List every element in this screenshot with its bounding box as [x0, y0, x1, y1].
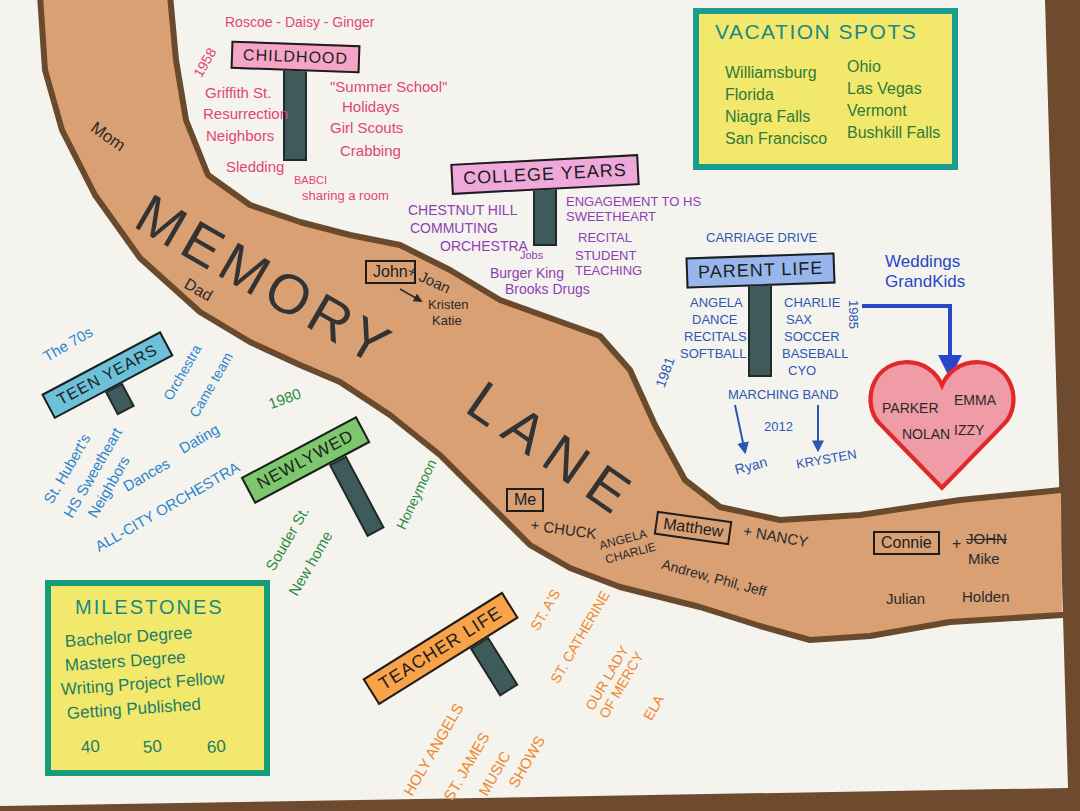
handwritten-note: STUDENT TEACHING — [575, 249, 655, 279]
sign-post — [749, 282, 771, 376]
handwritten-note: Brooks Drugs — [505, 281, 590, 297]
handwritten-note: JOHN — [966, 530, 1007, 547]
handwritten-note: Crabbing — [340, 142, 401, 159]
handwritten-note: Neighbors — [206, 127, 274, 144]
node-text: PARKER — [882, 400, 939, 416]
node-text: Matthew — [662, 515, 724, 542]
handwritten-note: Julian — [886, 590, 925, 607]
lane-road — [40, 0, 1062, 640]
handwritten-note: 1985 — [845, 300, 860, 329]
handwritten-note: ANGELA — [690, 296, 743, 311]
handwritten-note: DANCE — [692, 313, 738, 328]
heart-outline — [862, 356, 1022, 492]
handwritten-note: Mike — [968, 550, 1000, 567]
node-text: CHILDHOOD — [242, 46, 348, 68]
handwritten-note: Jobs — [520, 249, 543, 262]
handwritten-note: + — [952, 535, 961, 553]
handwritten-note: Katie — [432, 314, 462, 329]
node-text: Bushkill Falls — [847, 124, 940, 142]
handwritten-note: CHARLIE — [784, 296, 840, 311]
node-text: PARENT LIFE — [697, 257, 823, 282]
handwritten-note: Weddings GrandKids — [885, 252, 985, 291]
node-text: Williamsburg — [725, 64, 817, 82]
lane-border — [40, 0, 1062, 640]
node-text: Vermont — [847, 102, 907, 120]
name-box: Connie — [873, 531, 940, 555]
leader-arrow — [817, 405, 819, 450]
node-text: Me — [514, 491, 536, 509]
handwritten-note: ORCHESTRA — [440, 238, 528, 254]
handwritten-note: SAX — [786, 313, 812, 328]
handwritten-note: ENGAGEMENT TO HS SWEETHEART — [566, 195, 716, 225]
leader-arrow — [735, 405, 745, 452]
node-text: Florida — [725, 86, 774, 104]
handwritten-note: BABCI — [294, 174, 327, 187]
node-text: San Francisco — [725, 130, 827, 148]
heart-outline — [871, 362, 1014, 488]
handwritten-note: Girl Scouts — [330, 119, 403, 136]
lane-border — [170, 0, 1061, 520]
handwritten-note: Burger King — [490, 265, 564, 281]
handwritten-note: SOFTBALL — [680, 347, 746, 362]
handwritten-note: "Summer School" — [330, 78, 447, 95]
handwritten-note: Holidays — [342, 98, 400, 115]
panel-heading: MILESTONES — [75, 596, 224, 619]
handwritten-note: CARRIAGE DRIVE — [706, 231, 817, 246]
sign-post — [534, 186, 556, 245]
leader-arrow — [400, 289, 421, 301]
node-text: Niagra Falls — [725, 108, 810, 126]
handwritten-note: Kristen — [428, 298, 468, 313]
node-text: 60 — [206, 737, 226, 758]
sign-post — [471, 638, 517, 695]
name-box: Me — [506, 488, 544, 512]
signpost-sign: CHILDHOOD — [230, 41, 360, 74]
handwritten-note: Griffith St. — [205, 84, 271, 101]
node-text: 50 — [142, 737, 162, 758]
list-panel: MILESTONESBachelor DegreeMasters DegreeW… — [45, 580, 270, 776]
sign-post — [330, 457, 383, 536]
list-panel: VACATION SPOTS WilliamsburgFloridaNiagra … — [693, 8, 958, 170]
node-text: IZZY — [954, 422, 984, 438]
node-text: COLLEGE YEARS — [463, 159, 628, 188]
handwritten-note: Holden — [962, 588, 1010, 605]
handwritten-note: CHESTNUT HILL — [408, 202, 517, 218]
node-text: Masters Degree — [64, 648, 186, 676]
node-text: NOLAN — [902, 426, 950, 442]
node-text: Ohio — [847, 58, 881, 76]
node-text: Connie — [881, 534, 932, 552]
handwritten-note: Sledding — [226, 158, 284, 175]
handwritten-note: Roscoe - Daisy - Ginger — [225, 14, 374, 30]
handwritten-note: 2012 — [764, 420, 793, 435]
panel-heading: VACATION SPOTS — [715, 20, 917, 44]
handwritten-note: CYO — [788, 364, 816, 379]
node-text: Las Vegas — [847, 80, 922, 98]
node-text: Bachelor Degree — [64, 623, 193, 651]
heart-shape: PARKER EMMA NOLANIZZY — [862, 356, 1022, 492]
handwritten-note: RECITAL — [578, 231, 632, 246]
signpost-sign: PARENT LIFE — [685, 252, 835, 288]
node-text: Getting Published — [66, 695, 201, 724]
handwritten-note: COMMUTING — [410, 220, 498, 236]
handwritten-note: MARCHING BAND — [728, 388, 839, 403]
node-text: EMMA — [954, 392, 996, 408]
handwritten-note: SOCCER — [784, 330, 840, 345]
handwritten-note: sharing a room — [302, 189, 389, 204]
node-text: John — [373, 263, 408, 281]
handwritten-note: Resurrection — [203, 105, 288, 122]
handwritten-note: RECITALS — [684, 330, 747, 345]
node-text: 40 — [80, 737, 100, 758]
handwritten-note: BASEBALL — [782, 347, 849, 362]
